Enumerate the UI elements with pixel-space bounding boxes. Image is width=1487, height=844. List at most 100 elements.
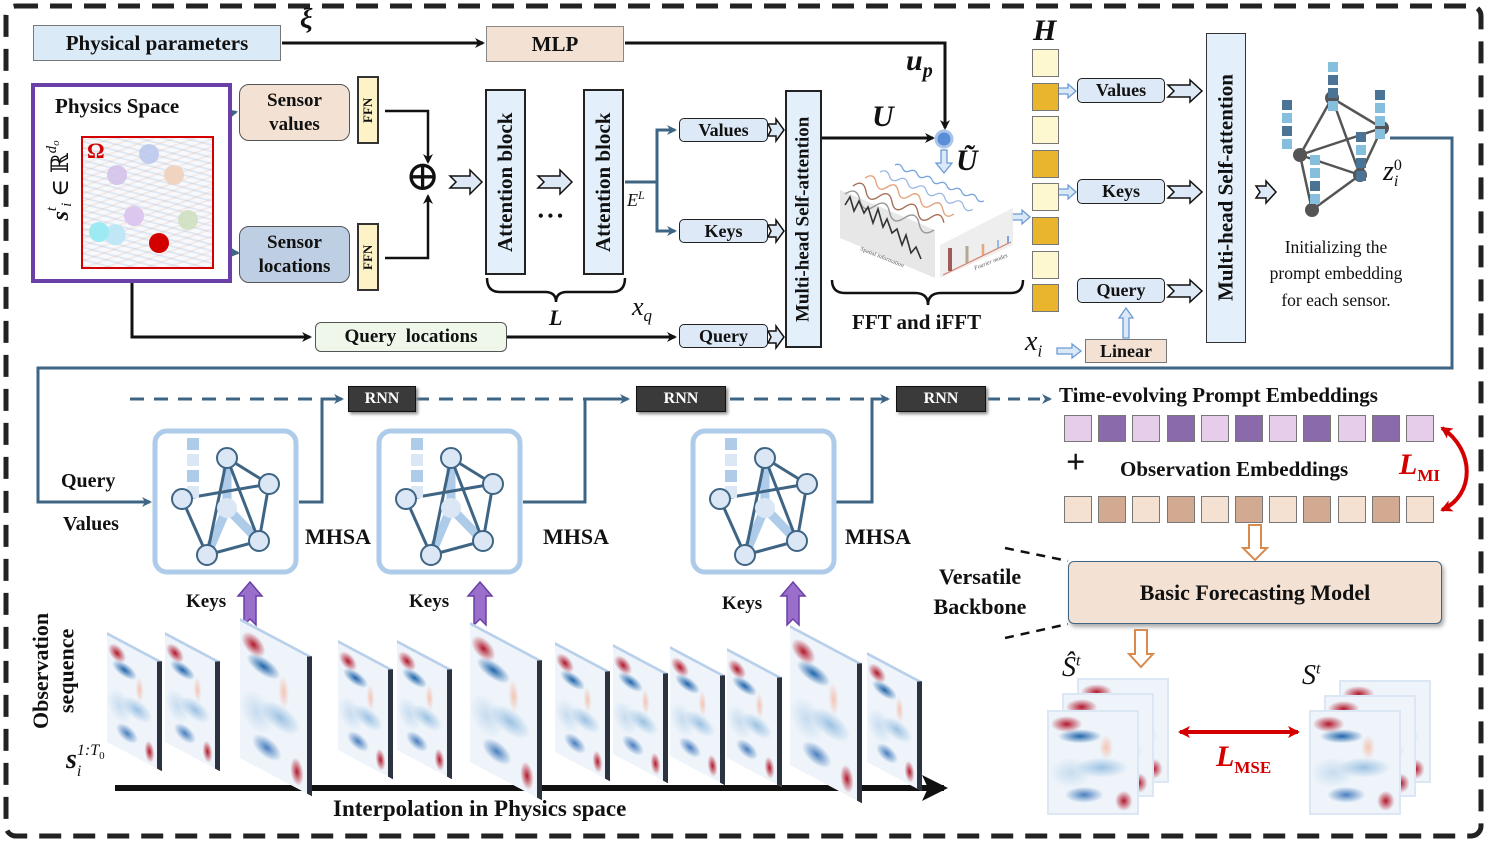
h-cell bbox=[1032, 82, 1059, 111]
hollow-arrow-attn-to-attn bbox=[536, 168, 574, 196]
physics-space-title: Physics Space bbox=[55, 94, 180, 118]
h-cell bbox=[1032, 250, 1059, 279]
keys-arrow-3 bbox=[779, 580, 807, 627]
observation-embedding-cell bbox=[1166, 496, 1195, 523]
mhsa-graph-tile bbox=[152, 428, 299, 575]
xi-symbol: ξ bbox=[300, 4, 313, 35]
omega-symbol: Ω bbox=[87, 138, 105, 163]
mhsa-label-1: MHSA bbox=[305, 524, 371, 549]
prompt-embedding-cell bbox=[1166, 415, 1195, 442]
U-tilde-label: Ũ bbox=[956, 144, 978, 177]
S-superscript: t bbox=[1316, 660, 1321, 678]
S-hat-superscript: t bbox=[1076, 652, 1081, 670]
outer-dashed-frame bbox=[3, 3, 1484, 839]
values-label: Values bbox=[1095, 80, 1147, 100]
obs-seq-line1: Observation bbox=[28, 612, 53, 729]
keys-label: Keys bbox=[1102, 181, 1140, 201]
observation-embedding-cell bbox=[1337, 496, 1366, 523]
versatile-line2: Backbone bbox=[933, 593, 1027, 619]
arrow-obs-to-forecast bbox=[1240, 524, 1270, 562]
h-cell bbox=[1032, 149, 1059, 178]
sensor-dot bbox=[107, 165, 127, 185]
sensor-dot bbox=[124, 206, 144, 226]
sensor-values-line1: Sensor bbox=[267, 89, 322, 111]
state-superscript: t bbox=[44, 206, 60, 212]
brace-L bbox=[485, 277, 627, 303]
ffn-label: FFN bbox=[360, 244, 375, 270]
sensor-locations-line1: Sensor bbox=[267, 231, 322, 253]
interpolation-label: Interpolation in Physics space bbox=[333, 796, 627, 821]
mi-loss-label: LMI bbox=[1399, 448, 1440, 486]
ffn-box-top: FFN bbox=[357, 76, 379, 144]
mlp-box: MLP bbox=[486, 26, 624, 62]
attention-block-last: Attention block bbox=[583, 89, 624, 275]
keys-label: Keys bbox=[704, 220, 743, 241]
s-superscript: 1:T0 bbox=[76, 742, 105, 763]
observation-embedding-cell bbox=[1406, 496, 1434, 523]
sensor-dot-selected bbox=[164, 165, 184, 185]
fft-illustration: Spatial information Fourier modes bbox=[840, 163, 1013, 278]
query-input-label: Query bbox=[61, 470, 116, 492]
arrow-h-to-values bbox=[1057, 82, 1077, 100]
observation-sequence-label: Observation sequence bbox=[28, 598, 79, 743]
arrow-linear-to-query bbox=[1117, 306, 1135, 339]
mhsa-label-3: MHSA bbox=[845, 524, 911, 549]
hollow-arrow-query-mhsa bbox=[766, 323, 785, 351]
x-i-label: xi bbox=[1025, 326, 1042, 362]
predicted-field-front bbox=[1047, 710, 1139, 815]
sensor-values-box: Sensor values bbox=[239, 84, 350, 141]
obs-seq-line2: sequence bbox=[53, 628, 79, 713]
hollow-arrow-mhsa2-to-graph bbox=[1254, 179, 1278, 205]
state-in-R: ∈ ℝ bbox=[48, 153, 74, 203]
arrow-xi-to-linear bbox=[1056, 342, 1083, 360]
prompt-embedding-cell bbox=[1269, 415, 1298, 442]
values-box-2: Values bbox=[1077, 78, 1165, 103]
mse-loss-label: LMSE bbox=[1216, 740, 1271, 778]
E-L-label: EL bbox=[627, 188, 645, 211]
brace-L-label: L bbox=[549, 305, 563, 330]
values-label: Values bbox=[698, 119, 749, 140]
forecasting-model-box: Basic Forecasting Model bbox=[1068, 561, 1442, 624]
line-attention-to-values bbox=[625, 125, 677, 184]
prompt-embedding-cell bbox=[1064, 415, 1092, 442]
init-caption-line2: prompt embedding bbox=[1269, 263, 1403, 284]
init-caption: Initializing the prompt embedding for ea… bbox=[1266, 234, 1406, 313]
prompt-embedding-cell bbox=[1337, 415, 1366, 442]
query-label: Query bbox=[1096, 280, 1146, 300]
s-subscript: i bbox=[76, 762, 82, 780]
line-ffn-bottom-to-plus bbox=[385, 194, 433, 260]
query-locations-box: Query locations bbox=[315, 322, 507, 352]
query-locations-label: Query locations bbox=[344, 326, 478, 347]
L-MSE-symbol: L bbox=[1216, 740, 1235, 773]
s-symbol: s bbox=[66, 744, 77, 776]
wave-blue bbox=[894, 163, 985, 203]
ffn-box-bottom: FFN bbox=[357, 223, 379, 291]
u-p-label: up bbox=[906, 44, 933, 83]
observation-embedding-cell bbox=[1098, 496, 1127, 523]
arrow-dot-to-fft bbox=[934, 149, 954, 175]
S-label: St bbox=[1302, 660, 1320, 692]
sensor-dot bbox=[178, 210, 198, 230]
keys-label-3: Keys bbox=[722, 593, 763, 614]
h-cell bbox=[1032, 116, 1059, 145]
hollow-arrow-values2-mhsa2 bbox=[1166, 78, 1204, 104]
x-i-subscript: i bbox=[1037, 341, 1043, 361]
query-box-1: Query bbox=[679, 324, 768, 348]
query-box-2: Query bbox=[1077, 278, 1165, 303]
attention-block-first: Attention block bbox=[485, 89, 526, 275]
line-attention-to-keys bbox=[655, 182, 677, 236]
line-prompt-init-to-bottom bbox=[36, 136, 1454, 507]
attention-ellipsis: • • • bbox=[538, 208, 563, 225]
mhsa-graph-tile bbox=[376, 428, 523, 575]
state-space-label: sti ∈ ℝdo bbox=[44, 140, 76, 220]
init-caption-line1: Initializing the bbox=[1284, 237, 1388, 257]
hollow-arrow-keys-mhsa bbox=[766, 217, 785, 245]
hollow-arrow-keys2-mhsa2 bbox=[1166, 179, 1204, 205]
keys-label-2: Keys bbox=[409, 591, 450, 612]
embedding-stack bbox=[1328, 62, 1338, 111]
sensor-dot bbox=[139, 144, 159, 164]
